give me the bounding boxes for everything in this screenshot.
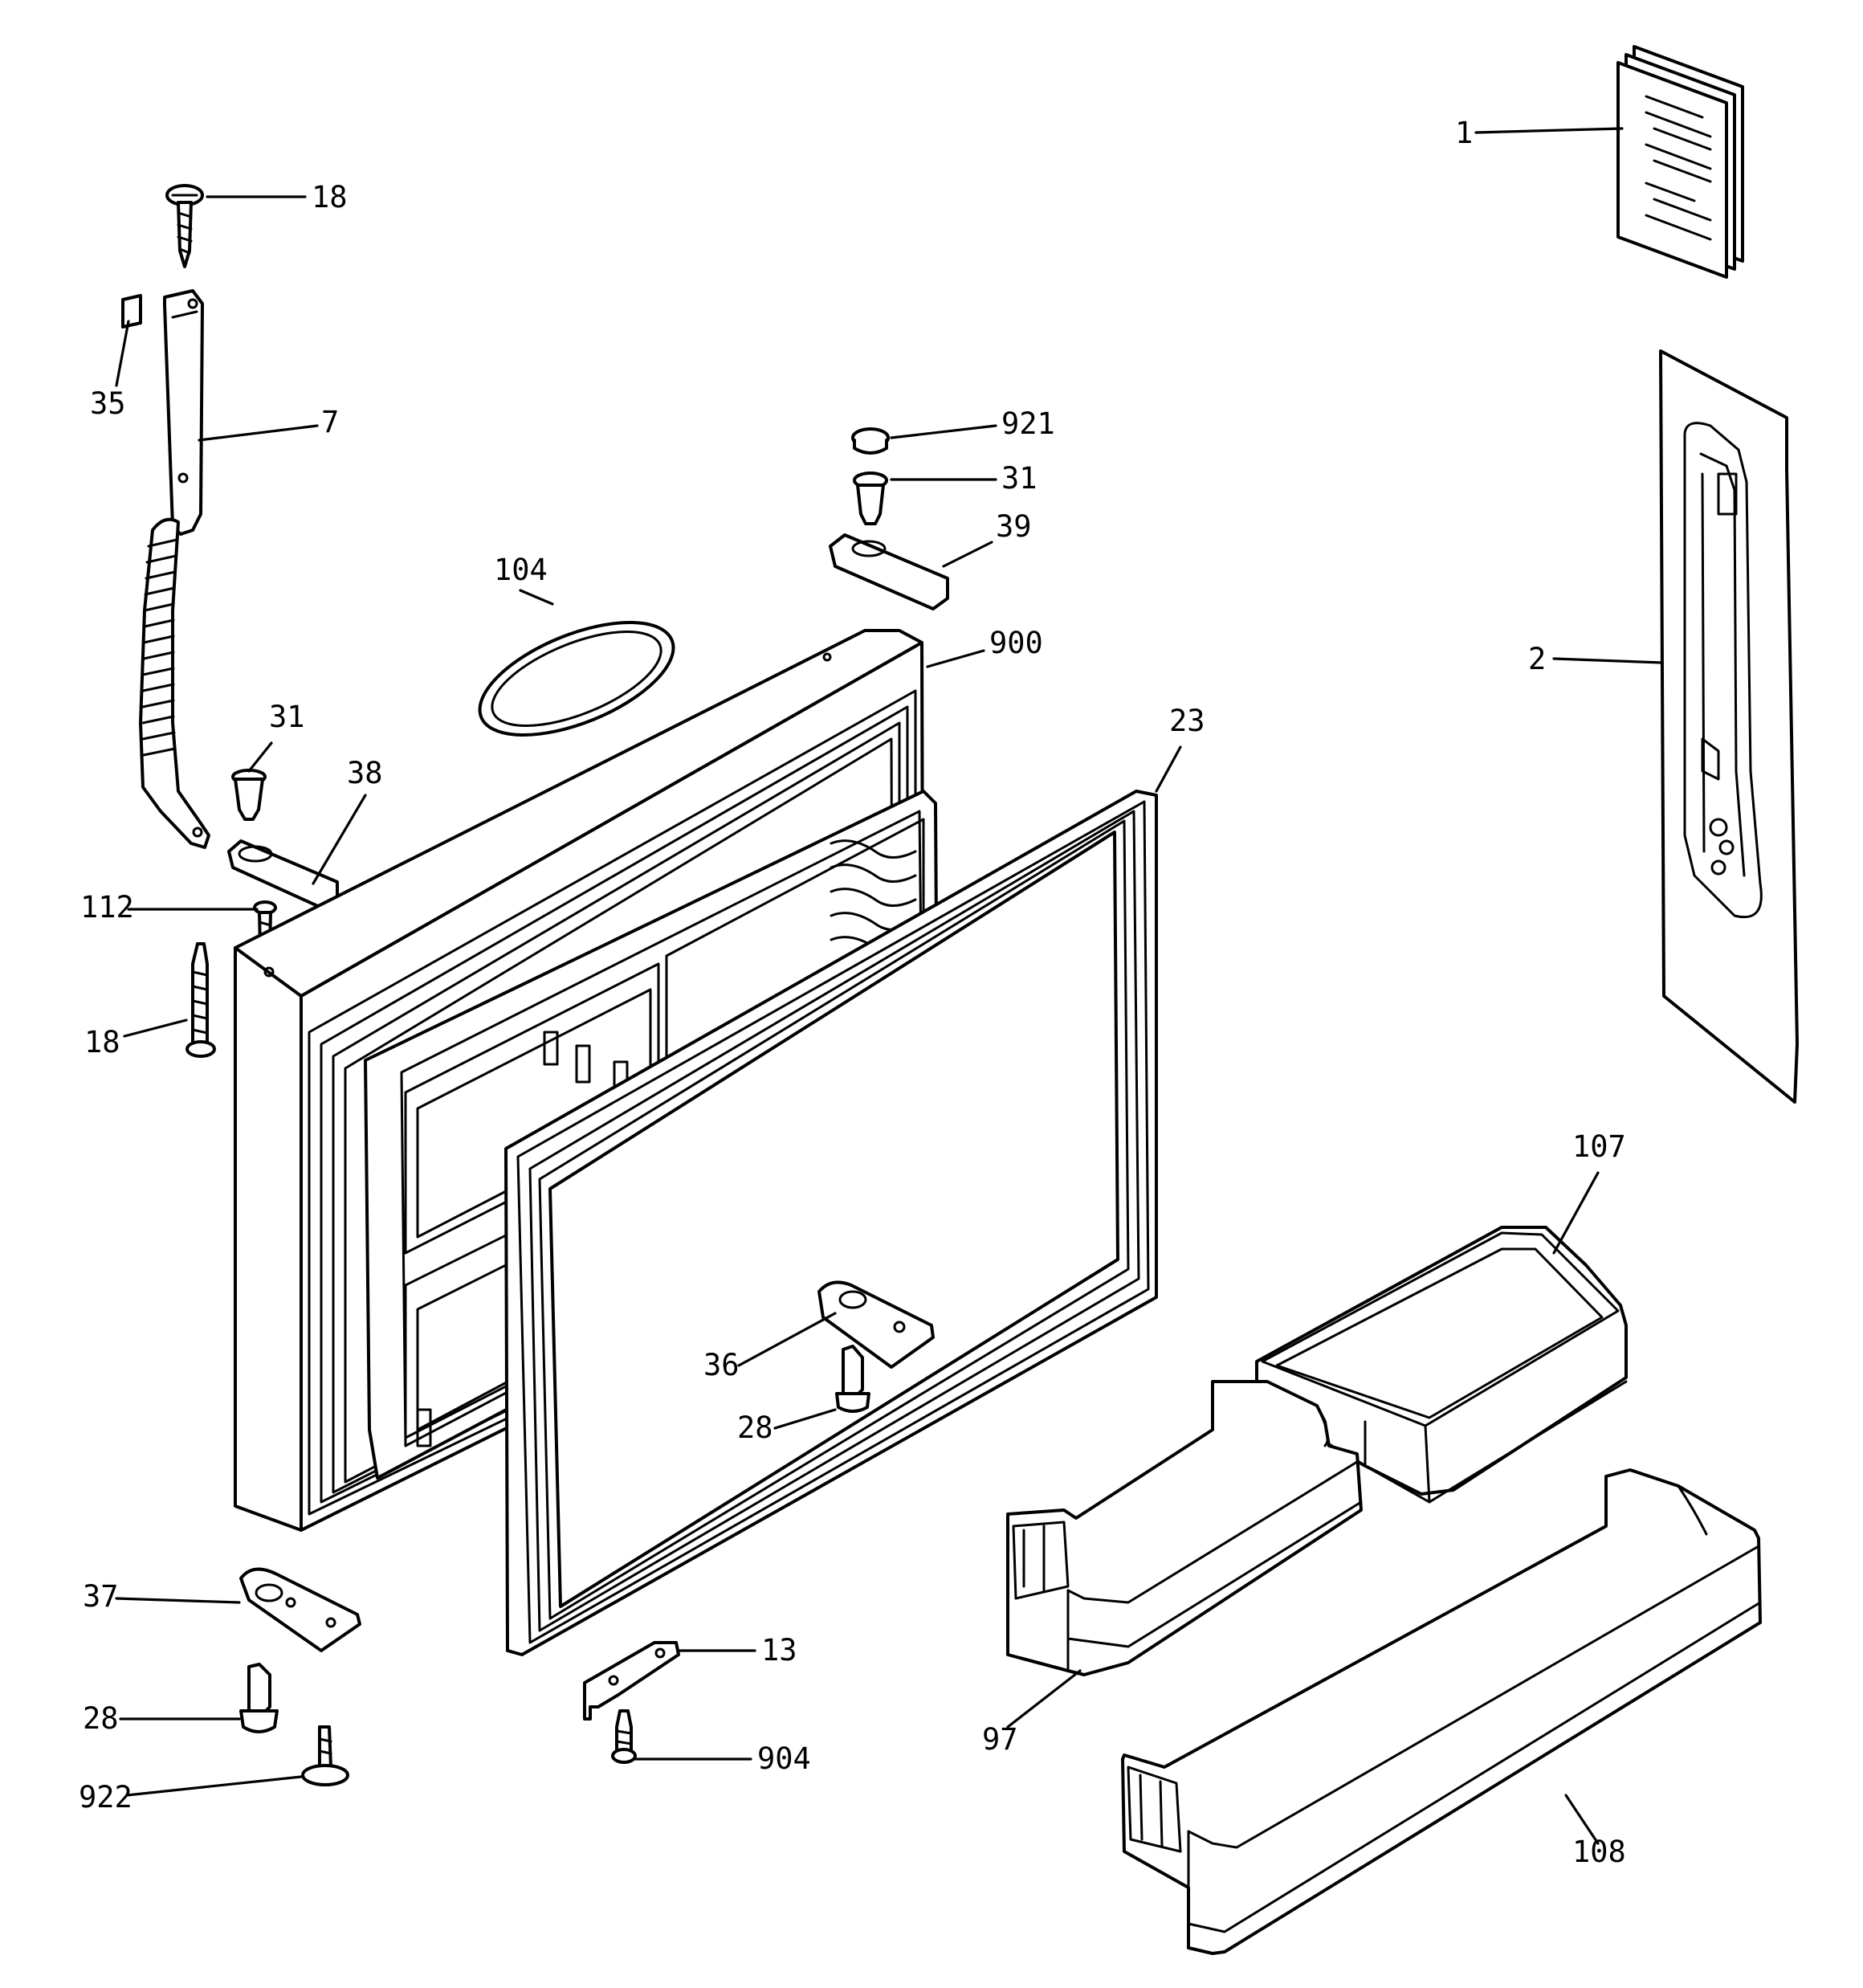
part-36-bracket [817,1280,935,1369]
label-97: 97 [982,1722,1018,1757]
part-35-tag [121,294,142,329]
label-35: 35 [90,386,126,421]
part-38-plate [227,839,339,909]
part-23-gasket [504,790,1158,1656]
label-107: 107 [1572,1129,1626,1164]
label-13: 13 [761,1633,797,1668]
leader-921 [890,424,997,439]
leader-lines [115,127,1664,1845]
label-7: 7 [321,405,339,439]
label-1: 1 [1455,116,1473,150]
part-37-bracket [239,1567,361,1652]
part-28-pin-mid [835,1345,870,1413]
label-28-low: 28 [83,1701,119,1736]
leader-28-mid [773,1408,837,1430]
label-2: 2 [1528,642,1546,676]
label-104: 104 [494,553,548,587]
label-38: 38 [347,756,383,790]
leader-2 [1552,657,1664,664]
leader-108 [1564,1794,1600,1845]
label-900: 900 [989,626,1043,660]
part-18-screw-top [165,184,204,268]
leader-39 [942,541,993,568]
part-921-cap [851,427,890,455]
label-31-top: 31 [1001,461,1037,496]
part-104-gasket [478,621,675,737]
leader-36 [737,1312,837,1367]
part-1-manual [1616,45,1744,279]
label-18-top: 18 [312,180,348,214]
label-28-mid: 28 [737,1410,773,1445]
leader-107 [1552,1171,1600,1255]
leader-31-left [247,741,273,773]
leader-35 [115,320,130,387]
leader-37 [115,1597,241,1604]
leader-104 [519,589,554,606]
part-97-bin [1006,1380,1363,1676]
callout-labels: 1 2 18 35 7 921 31 39 104 900 31 23 38 1… [79,116,1626,1869]
part-108-bin [1121,1468,1762,1955]
part-7-hinge-bracket [139,289,210,849]
leader-1 [1474,127,1624,134]
part-28-pin-low [239,1663,279,1733]
part-13-bracket [583,1641,680,1721]
label-18-mid: 18 [84,1025,120,1059]
label-37: 37 [83,1579,119,1614]
leader-922 [125,1775,303,1797]
part-39-plate [829,533,949,610]
leader-900 [926,649,985,668]
part-904-screw [611,1709,637,1764]
label-36: 36 [703,1348,740,1382]
part-18-screw-mid [185,942,216,1058]
label-921: 921 [1001,406,1055,441]
leader-7 [198,424,319,442]
label-108: 108 [1572,1835,1626,1869]
label-112: 112 [80,890,134,925]
label-23: 23 [1169,704,1205,738]
part-31-bushing-left [231,769,267,821]
leader-97 [1006,1669,1082,1729]
leader-38 [312,794,367,885]
label-31-left: 31 [269,700,305,734]
part-2-handle [1659,349,1799,1104]
label-39: 39 [996,509,1032,544]
label-922: 922 [79,1780,132,1815]
part-922-screw [301,1725,349,1786]
label-904: 904 [757,1741,811,1776]
leader-18-mid [123,1018,188,1038]
part-31-bushing-top [853,471,888,525]
leader-23 [1155,745,1182,793]
